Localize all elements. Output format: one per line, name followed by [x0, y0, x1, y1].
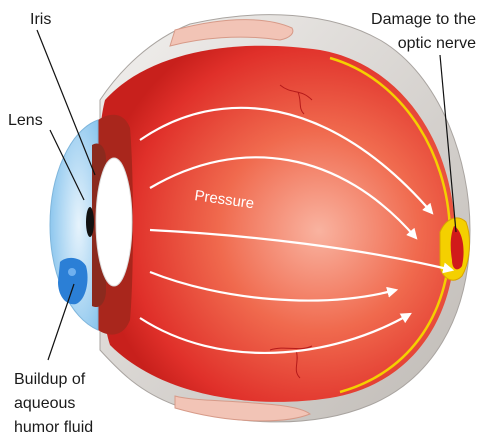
- label-buildup-3: humor fluid: [14, 419, 93, 436]
- pupil: [86, 207, 94, 237]
- label-damage-1: Damage to the: [371, 11, 476, 28]
- label-iris: Iris: [30, 11, 51, 28]
- label-damage-2: optic nerve: [398, 35, 476, 52]
- label-buildup-2: aqueous: [14, 395, 75, 412]
- fluid-bubble: [68, 268, 76, 276]
- label-lens: Lens: [8, 112, 43, 129]
- label-buildup-1: Buildup of: [14, 371, 86, 388]
- lens: [96, 158, 132, 286]
